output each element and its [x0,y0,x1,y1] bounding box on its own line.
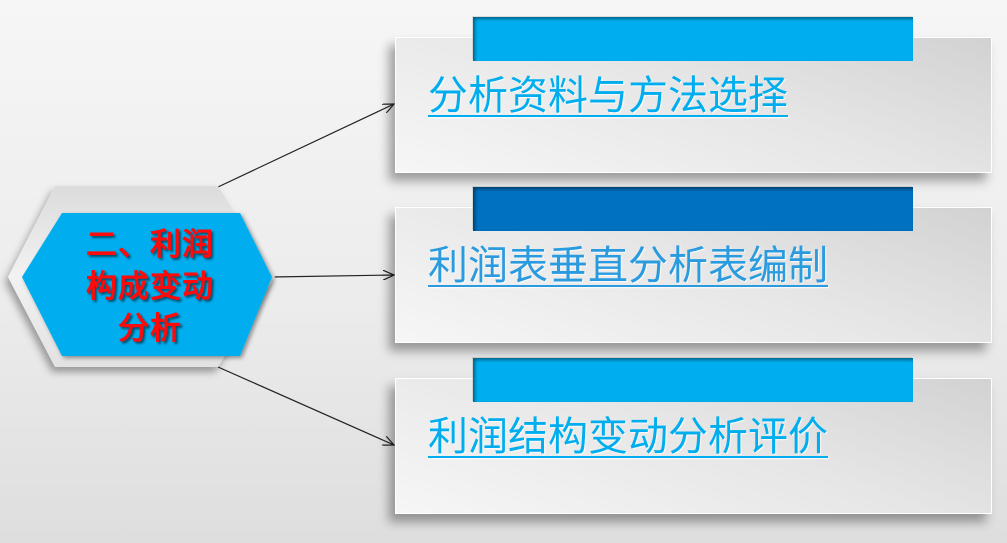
branch-link-1[interactable]: 分析资料与方法选择 [428,73,788,119]
arrow-to-branch-1 [217,104,394,188]
branch-link-2[interactable]: 利润表垂直分析表编制 [428,243,828,289]
branch-tab-2 [473,187,913,231]
branch-tab-3 [473,358,913,402]
arrow-to-branch-3 [217,366,394,445]
branch-tab-1 [473,17,913,61]
arrow-to-branch-2 [271,275,394,277]
branch-link-3[interactable]: 利润结构变动分析评价 [428,414,828,460]
